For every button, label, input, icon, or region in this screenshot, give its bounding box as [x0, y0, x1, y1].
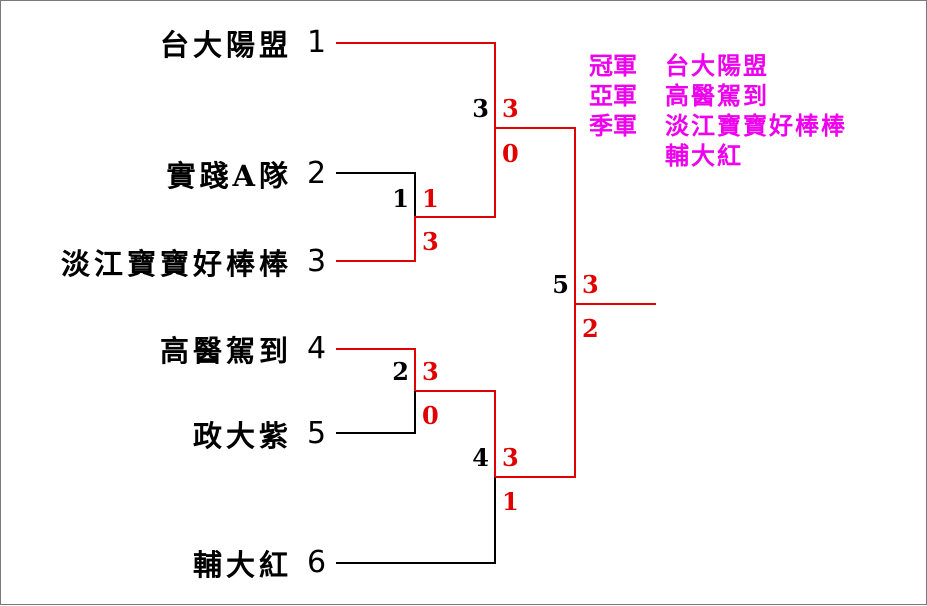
team-name-5: 政大紫 [192, 419, 292, 453]
team-name-2: 實踐A隊 [166, 159, 292, 193]
bracket-line-team-3 [336, 128, 496, 262]
team-name-1: 台大陽盟 [159, 28, 292, 62]
match-number-2: 2 [392, 357, 409, 386]
bracket-line-match-4-out [495, 304, 576, 478]
match-5-bottom-score: 2 [582, 314, 599, 343]
match-number-4: 4 [472, 443, 489, 472]
team-seed-4: 4 [307, 331, 327, 366]
bracket-line-team-5 [336, 391, 416, 434]
team-name-6: 輔大紅 [192, 548, 292, 582]
match-number-1: 1 [392, 184, 409, 213]
bracket-line-match-3-out [495, 127, 576, 304]
runner-up-label: 亞軍 [589, 81, 637, 110]
third-place-row: 季軍淡江寶寶好棒棒 [589, 111, 919, 141]
third-place-team-1: 淡江寶寶好棒棒 [665, 111, 847, 140]
match-1-top-score: 1 [422, 184, 439, 213]
team-seed-3: 3 [307, 244, 327, 279]
team-name-4: 高醫駕到 [159, 334, 292, 368]
match-1-bottom-score: 3 [422, 227, 439, 256]
team-seed-6: 6 [307, 545, 327, 580]
match-3-bottom-score: 0 [502, 139, 519, 168]
third-place-team-2: 輔大紅 [665, 141, 743, 170]
match-4-bottom-score: 1 [502, 487, 519, 516]
match-2-top-score: 3 [422, 357, 439, 386]
results-panel: 冠軍台大陽盟 亞軍高醫駕到 季軍淡江寶寶好棒棒 輔大紅 [589, 51, 919, 171]
match-2-bottom-score: 0 [422, 401, 439, 430]
third-place-row-2: 輔大紅 [589, 141, 919, 171]
team-name-3: 淡江寶寶好棒棒 [60, 247, 292, 281]
champion-label: 冠軍 [589, 51, 637, 80]
match-5-top-score: 3 [582, 270, 599, 299]
champion-row: 冠軍台大陽盟 [589, 51, 919, 81]
team-seed-2: 2 [307, 156, 327, 191]
team-seed-5: 5 [307, 416, 327, 451]
match-number-5: 5 [552, 270, 569, 299]
champion-team: 台大陽盟 [665, 51, 769, 80]
runner-up-row: 亞軍高醫駕到 [589, 81, 919, 111]
bracket-line-team-6 [336, 477, 496, 564]
bracket-line-team-1 [336, 42, 496, 128]
team-seed-1: 1 [307, 25, 327, 60]
match-4-top-score: 3 [502, 443, 519, 472]
third-place-label: 季軍 [589, 111, 637, 140]
runner-up-team: 高醫駕到 [665, 81, 769, 110]
bracket-line-team-2 [336, 172, 416, 217]
match-3-top-score: 3 [502, 94, 519, 123]
match-number-3: 3 [472, 94, 489, 123]
